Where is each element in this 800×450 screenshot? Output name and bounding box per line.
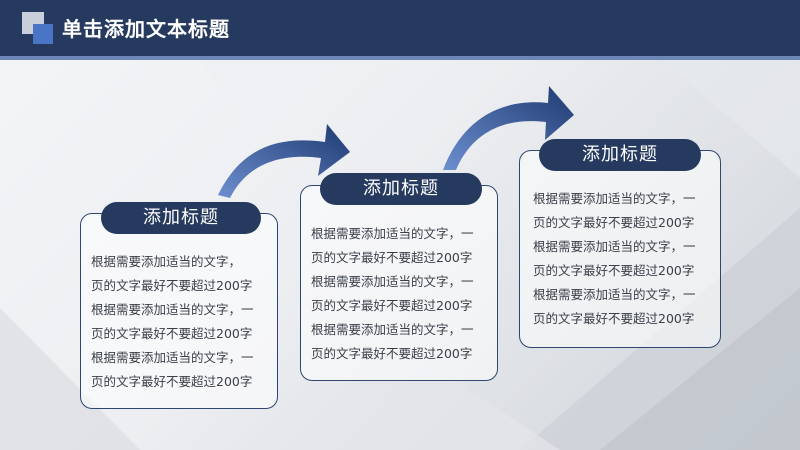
card-3-heading[interactable]: 添加标题 <box>539 139 701 171</box>
card-2-body-text[interactable]: 根据需要添加适当的文字，一 页的文字最好不要超过200字 根据需要添加适当的文字… <box>311 226 474 361</box>
card-1-heading[interactable]: 添加标题 <box>101 202 261 234</box>
content-card-2 <box>300 185 498 381</box>
card-2-heading[interactable]: 添加标题 <box>320 173 482 205</box>
header-accent-strip <box>0 56 800 60</box>
content-card-1 <box>80 213 278 409</box>
content-card-3 <box>519 150 721 348</box>
page-title[interactable]: 单击添加文本标题 <box>62 17 230 41</box>
card-1-body-text[interactable]: 根据需要添加适当的文字， 页的文字最好不要超过200字 根据需要添加适当的文字，… <box>91 254 254 389</box>
card-3-body-text[interactable]: 根据需要添加适当的文字，一 页的文字最好不要超过200字 根据需要添加适当的文字… <box>533 191 696 326</box>
logo-squares-icon-front <box>33 24 53 44</box>
header-bar <box>0 0 800 56</box>
